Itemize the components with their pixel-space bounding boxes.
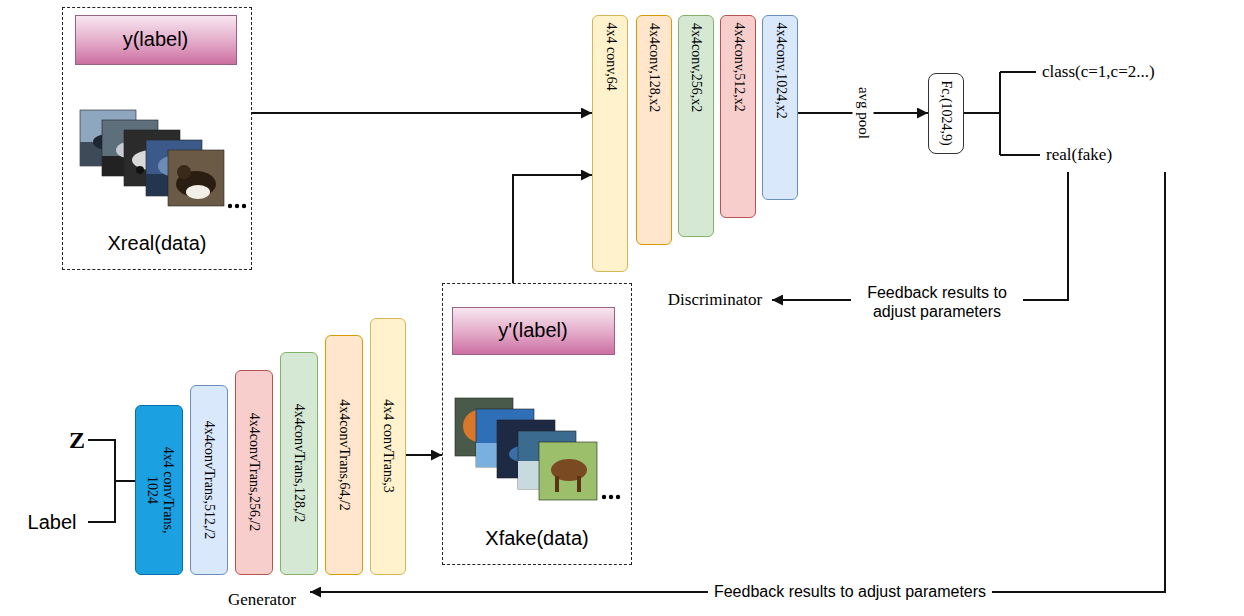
node-text: Xreal(data)	[108, 232, 207, 255]
photo-thumbnail	[539, 442, 597, 500]
output-name: class(c=1,c=2...)	[1042, 62, 1155, 82]
label-anchor: Feedback results to adjust parameters	[708, 580, 992, 603]
output-bracket	[964, 72, 1040, 155]
more-dots	[616, 495, 620, 499]
generator-deconv-layer: 4x4convTrans,512,/2	[190, 385, 228, 575]
node-text: y(label)	[123, 28, 189, 51]
node-text: 4x4 convTrans,3	[380, 400, 396, 494]
node-text: 4x4 convTrans, 1024	[143, 438, 175, 543]
photo-thumbnail	[177, 165, 191, 179]
node-text: 4x4convTrans,128,/2	[291, 404, 307, 523]
more-dots	[235, 204, 239, 208]
discriminator-conv-layer: 4x4conv,128,x2	[636, 15, 672, 245]
generator-deconv-layer: 4x4convTrans,256,/2	[235, 370, 273, 575]
node-text: 4x4conv,1024,x2	[772, 23, 788, 192]
node-text: 4x4convTrans,64,/2	[336, 399, 352, 511]
node-text: 4x4 conv,64	[602, 23, 618, 264]
fc-layer: Fc,(1024,9)	[928, 73, 964, 154]
photo-thumbnail	[186, 185, 210, 199]
fake-image-stack	[455, 398, 620, 500]
flow-arrow	[252, 112, 592, 114]
discriminator-conv-layer: 4x4conv,256,x2	[678, 15, 714, 237]
more-dots	[228, 204, 232, 208]
node-text: 4x4conv,128,x2	[646, 23, 662, 237]
label-anchor: Generator	[228, 590, 296, 610]
label-anchor: Discriminator	[668, 290, 762, 310]
photo-thumbnail	[555, 476, 559, 492]
node-text: 4x4conv,256,x2	[688, 23, 704, 229]
more-dots	[602, 495, 606, 499]
edge-label-anchor: avg pool	[832, 103, 894, 124]
node-text: 4x4convTrans,256,/2	[246, 413, 262, 532]
photo-thumbnail	[168, 150, 224, 206]
generator-deconv-layer: 4x4 convTrans,3	[370, 318, 406, 575]
feedback-line	[310, 172, 1165, 592]
discriminator-conv-layer: 4x4conv,512,x2	[720, 15, 756, 218]
real-image-stack	[80, 110, 246, 208]
photo-thumbnail	[577, 476, 581, 492]
module-name: Discriminator	[668, 290, 762, 310]
label-box: y'(label)	[452, 307, 615, 355]
label-anchor: Z	[69, 426, 85, 455]
data-group-box: y(label) Xreal(data)	[62, 7, 252, 270]
feedback-note: Feedback results to adjust parameters	[851, 281, 1023, 323]
input-name: Z	[69, 426, 85, 455]
generator-deconv-layer: 4x4 convTrans, 1024	[135, 405, 183, 575]
input-bracket	[88, 440, 135, 522]
data-group-box: y'(label) Xfake(data)	[442, 283, 632, 565]
generator-deconv-layer: 4x4convTrans,64,/2	[325, 335, 363, 575]
flow-arrow	[406, 454, 442, 456]
output-name: real(fake)	[1046, 145, 1112, 165]
flow-arrow	[513, 175, 592, 283]
discriminator-conv-layer: 4x4conv,1024,x2	[762, 15, 798, 200]
more-dots	[242, 204, 246, 208]
label-box: y(label)	[75, 15, 237, 65]
photo-thumbnail	[168, 150, 224, 206]
label-anchor: class(c=1,c=2...)	[1042, 62, 1155, 82]
label-anchor: Label	[28, 510, 77, 534]
node-text: y'(label)	[498, 319, 567, 342]
photo-thumbnail	[539, 442, 597, 500]
input-name: Label	[28, 510, 77, 534]
module-name: Generator	[228, 590, 296, 610]
node-text: 4x4convTrans,512,/2	[201, 421, 217, 540]
label-anchor: real(fake)	[1046, 145, 1112, 165]
edge-label: avg pool	[853, 82, 874, 144]
node-text: Fc,(1024,9)	[938, 80, 954, 145]
more-dots	[609, 495, 613, 499]
feedback-note: Feedback results to adjust parameters	[708, 580, 992, 603]
photo-thumbnail	[136, 166, 144, 174]
node-text: Xfake(data)	[485, 527, 588, 550]
label-anchor: Feedback results to adjust parameters	[851, 281, 1023, 323]
generator-deconv-layer: 4x4convTrans,128,/2	[280, 352, 318, 575]
node-text: 4x4conv,512,x2	[730, 23, 746, 210]
discriminator-conv-layer: 4x4 conv,64	[592, 15, 628, 272]
